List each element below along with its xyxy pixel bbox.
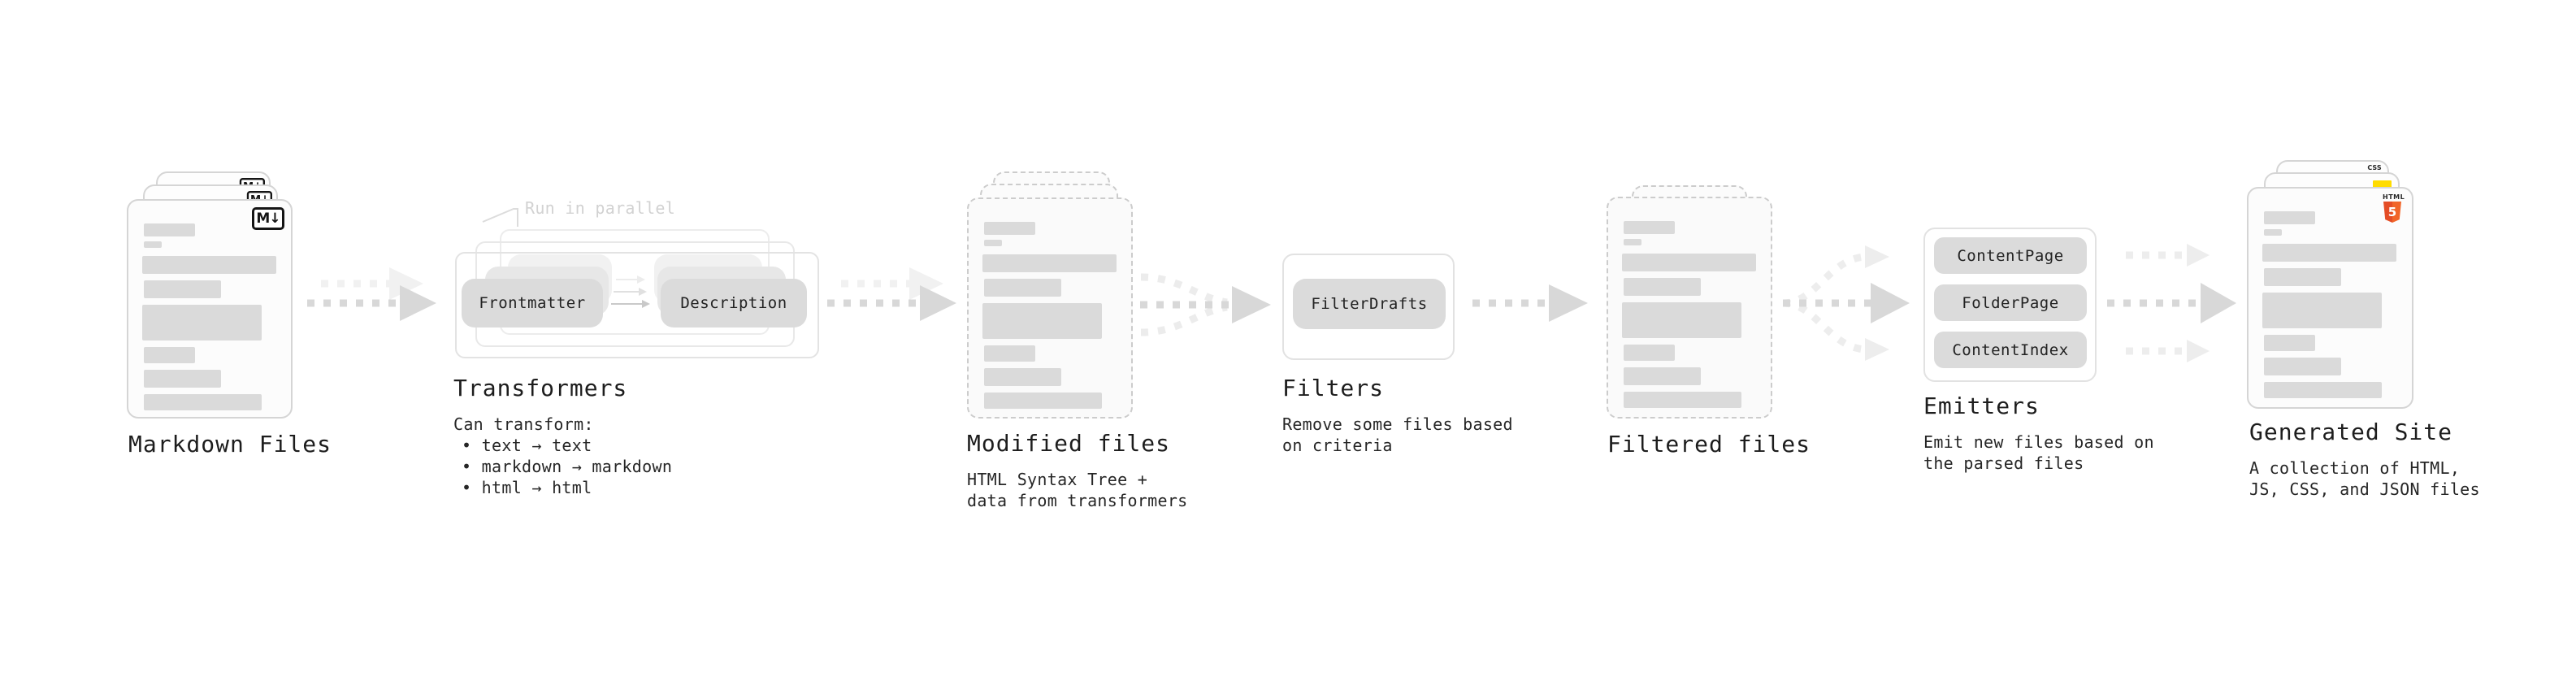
caption-line: the parsed files [1923,453,2084,473]
skeleton-bar [144,370,221,388]
filtered-caption: Filtered files [1607,432,1811,457]
transformers-caption: Transformers Can transform: • text → tex… [453,376,672,498]
skeleton-bar [984,345,1035,362]
stage-title: Generated Site [2249,419,2453,445]
skeleton-bar [2264,382,2382,398]
flow-arrow-icon [827,267,956,321]
modified-file-card [967,197,1133,419]
skeleton-bar [2264,211,2315,224]
skeleton-bar [144,241,162,248]
skeleton-bar [1622,254,1756,271]
stage-title: Modified files [967,430,1171,457]
html5-icon-label: HTML [2383,193,2405,201]
chip-arrows-icon [611,275,650,308]
caption-line: JS, CSS, and JSON files [2249,479,2480,499]
caption-line: Can transform: [453,414,594,434]
skeleton-bar [1624,278,1701,296]
markdown-caption: Markdown Files [128,432,332,457]
skeleton-bar [1622,302,1741,338]
emitters-caption: Emitters Emit new files based on the par… [1923,394,2154,474]
file-content-skeleton [1622,221,1771,417]
transformer-chip-frontmatter: Frontmatter [462,279,603,327]
bullet-line: • markdown → markdown [462,457,673,476]
skeleton-bar [1624,239,1641,245]
stage-title: Transformers [453,375,628,401]
triple-arrow-icon [2107,244,2236,362]
skeleton-bar [1624,392,1741,408]
bullet-line: • text → text [462,436,592,455]
skeleton-bar [2262,293,2382,328]
skeleton-bar [1624,345,1675,361]
stage-title: Filtered files [1607,431,1811,458]
skeleton-bar [984,240,1002,246]
skeleton-bar [2264,229,2282,236]
html5-icon: HTML 5 [2383,193,2405,223]
generated-caption: Generated Site A collection of HTML, JS,… [2249,420,2480,500]
file-content-skeleton [982,222,1131,417]
skeleton-bar [984,368,1061,386]
emitter-chip-contentindex: ContentIndex [1934,332,2087,368]
skeleton-bar [144,347,195,363]
generated-site-card: HTML 5 [2247,187,2413,409]
skeleton-bar [2264,358,2341,375]
css-icon-label: CSS [2367,164,2382,171]
emitter-chip-contentpage: ContentPage [1934,237,2087,274]
skeleton-bar [1624,221,1675,234]
fanout-arrow-icon [1782,245,1910,361]
emitter-chip-folderpage: FolderPage [1934,284,2087,321]
flow-arrow-icon [1472,284,1588,322]
caption-line: Remove some files based [1282,414,1513,434]
skeleton-bar [2262,244,2396,262]
skeleton-bar [982,303,1102,339]
skeleton-bar [982,254,1117,272]
transformer-chip-description: Description [661,279,807,327]
file-content-skeleton [2262,211,2412,407]
caption-line: data from transformers [967,491,1188,510]
file-content-skeleton [142,223,291,417]
skeleton-bar [984,393,1102,409]
caption-line: A collection of HTML, [2249,458,2461,478]
skeleton-bar [1624,367,1701,385]
skeleton-bar [984,279,1061,297]
stage-title: Markdown Files [128,431,332,458]
note-leader-line [482,208,518,227]
merge-arrow-icon [1140,273,1271,336]
skeleton-bar [144,394,262,410]
filtered-file-card [1607,197,1772,419]
caption-line: on criteria [1282,436,1393,455]
skeleton-bar [2264,268,2341,286]
bullet-line: • html → html [462,478,592,497]
html5-icon-shield: 5 [2383,202,2401,223]
flow-arrow-icon [307,267,436,321]
filter-chip-filterdrafts: FilterDrafts [1293,279,1446,329]
skeleton-bar [142,305,262,340]
caption-line: Emit new files based on [1923,432,2154,452]
caption-line: HTML Syntax Tree + [967,470,1148,489]
skeleton-bar [142,256,276,274]
markdown-file-card: M↓ [127,199,293,419]
run-in-parallel-note: Run in parallel [525,198,676,218]
modified-caption: Modified files HTML Syntax Tree + data f… [967,432,1188,511]
skeleton-bar [984,222,1035,235]
stage-title: Emitters [1923,393,2040,419]
markdown-icon: M↓ [252,207,284,230]
filters-caption: Filters Remove some files based on crite… [1282,376,1513,456]
transformer-outline-front [455,252,819,358]
stage-title: Filters [1282,375,1385,401]
skeleton-bar [2264,335,2315,351]
skeleton-bar [144,280,221,298]
skeleton-bar [144,223,195,236]
